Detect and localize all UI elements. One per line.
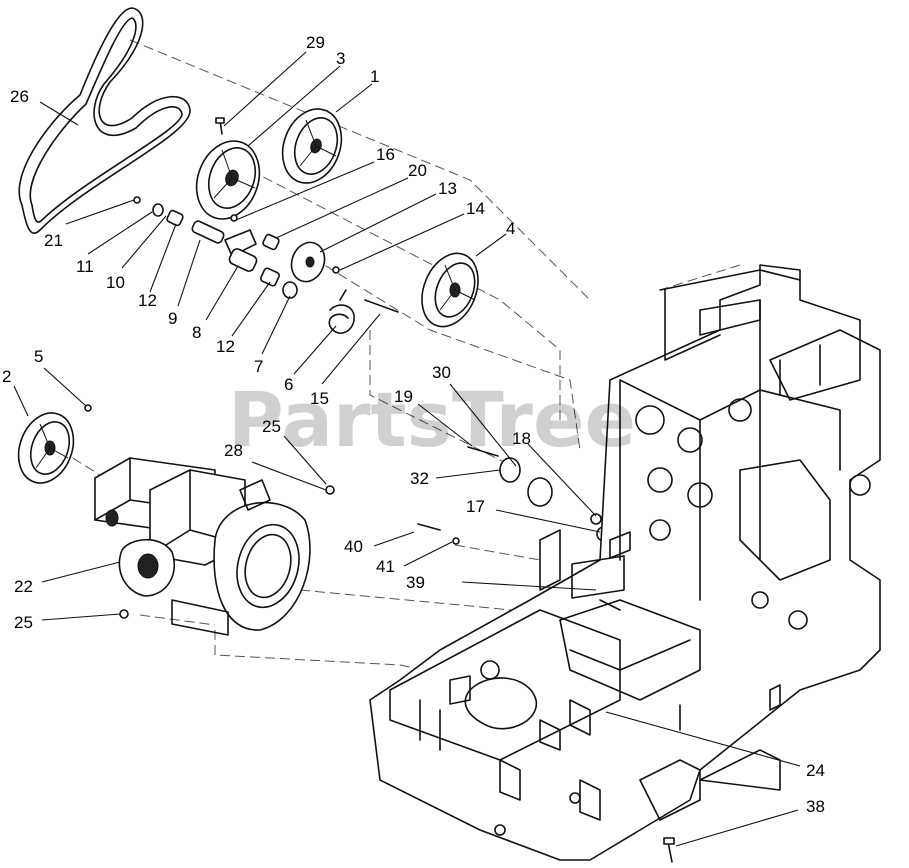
callout-39: 39: [406, 573, 425, 592]
callout-20: 20: [408, 161, 427, 180]
callout-21: 21: [44, 231, 63, 250]
callout-38: 38: [806, 797, 825, 816]
callout-14: 14: [466, 199, 485, 218]
callout-4: 4: [506, 219, 515, 238]
callout-9: 9: [168, 309, 177, 328]
idler-pulley-13: [290, 241, 326, 283]
callout-18: 18: [512, 429, 531, 448]
callout-11: 11: [76, 257, 94, 276]
callout-25-lower: 25: [14, 613, 33, 632]
callout-5: 5: [34, 347, 43, 366]
callout-26: 26: [10, 87, 29, 106]
callout-12-lower: 12: [216, 337, 235, 356]
leader-lines: [13, 51, 801, 847]
callout-19: 19: [394, 387, 413, 406]
callout-13: 13: [438, 179, 457, 198]
callout-17: 17: [466, 497, 485, 516]
pulley-2: [17, 412, 75, 484]
callout-labels: 26 29 3 1 16 20 13 14 4 21 11 10 12 9 8 …: [2, 33, 825, 816]
callout-29: 29: [306, 33, 325, 52]
callout-30: 30: [432, 363, 451, 382]
callout-10: 10: [106, 273, 125, 292]
drive-belt: [18, 7, 191, 234]
pulley-1: [281, 108, 343, 184]
callout-7: 7: [254, 357, 263, 376]
callout-40: 40: [344, 537, 363, 556]
callout-16: 16: [376, 145, 395, 164]
main-frame: [369, 264, 881, 861]
engine-assembly: [94, 457, 311, 636]
callout-8: 8: [192, 323, 201, 342]
callout-24: 24: [806, 761, 825, 780]
callout-28: 28: [224, 441, 243, 460]
callout-32: 32: [410, 469, 429, 488]
callout-12-upper: 12: [138, 291, 157, 310]
callout-25-upper: 25: [262, 417, 281, 436]
callout-6: 6: [284, 375, 293, 394]
pulley-4: [421, 252, 479, 328]
pulley-3: [195, 140, 261, 220]
callout-15: 15: [310, 389, 329, 408]
callout-22: 22: [14, 577, 33, 596]
idler-hardware: [84, 117, 675, 863]
callout-2: 2: [2, 367, 11, 386]
callout-1: 1: [370, 67, 379, 86]
callout-3: 3: [336, 49, 345, 68]
callout-41: 41: [376, 557, 395, 576]
